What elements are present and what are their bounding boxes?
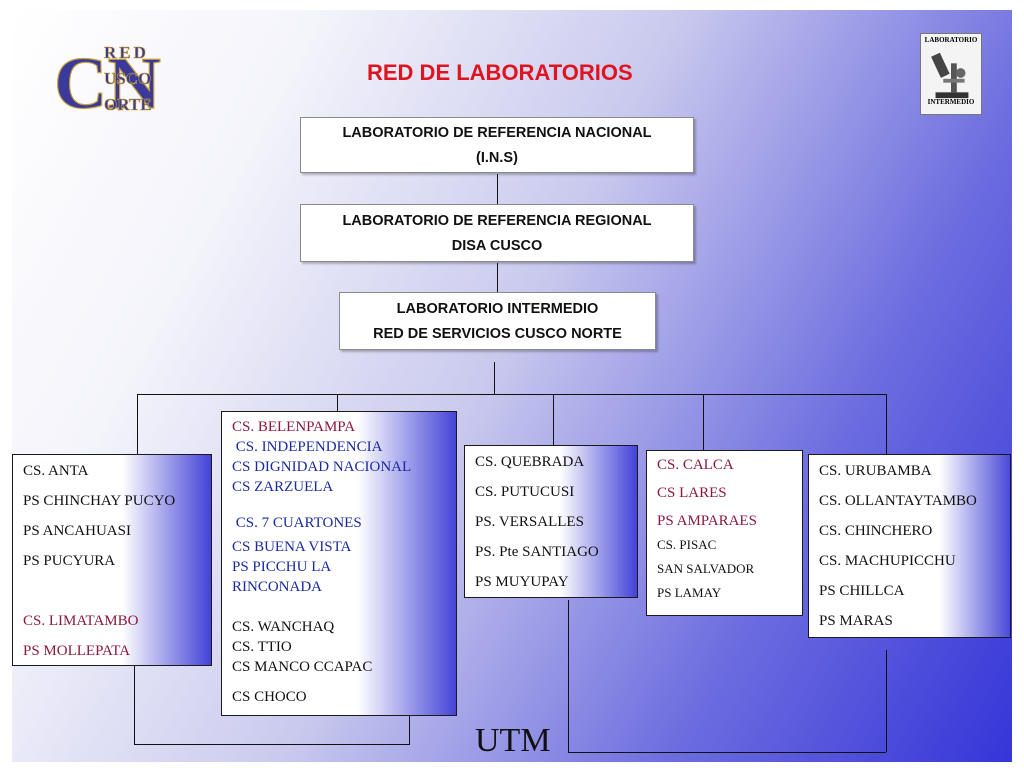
list-item: CS. URUBAMBA [819, 463, 932, 479]
connector-line [553, 394, 554, 445]
list-item: PS CHINCHAY PUCYO [23, 493, 176, 509]
connector-line [886, 650, 887, 752]
logo-word-red: RED [104, 43, 149, 62]
connector-line [568, 752, 886, 753]
list-item: CS. 7 CUARTONES [232, 515, 362, 531]
microscope-icon [931, 52, 969, 99]
list-item: CS DIGNIDAD NACIONAL [232, 459, 412, 475]
list-item: CS. CALCA [657, 457, 734, 473]
regional-lab-box: LABORATORIO DE REFERENCIA REGIONAL DISA … [300, 204, 694, 262]
red-cusco-norte-logo: CN RED USCO ORTE [53, 42, 161, 120]
connector-line [137, 394, 887, 395]
column-calca: CS. CALCA CS LARES PS AMPARAES CS. PISAC… [646, 450, 803, 616]
list-item: RINCONADA [232, 579, 322, 595]
list-item: CS ZARZUELA [232, 479, 334, 495]
regional-lab-line2: DISA CUSCO [451, 238, 543, 254]
list-item: PS CHILLCA [819, 583, 905, 599]
list-item: CS CHOCO [232, 689, 307, 705]
list-item: PS. Pte SANTIAGO [475, 544, 599, 560]
list-item: CS BUENA VISTA [232, 539, 352, 555]
badge-top-label: LABORATORIO [924, 36, 978, 44]
list-item: PS LAMAY [657, 585, 722, 600]
connector-line [886, 394, 887, 454]
list-item: CS. QUEBRADA [475, 454, 585, 470]
logo-word-usco: USCO [104, 69, 151, 88]
laboratorio-intermedio-badge: LABORATORIO INTERMEDIO [920, 33, 982, 115]
list-item: PS MUYUPAY [475, 574, 569, 590]
list-item: CS. LIMATAMBO [23, 613, 139, 629]
column-quebrada: CS. QUEBRADA CS. PUTUCUSI PS. VERSALLES … [464, 445, 638, 598]
connector-line [409, 712, 410, 745]
connector-line [337, 394, 338, 411]
list-item: CS. ANTA [23, 463, 89, 479]
connector-line [137, 394, 138, 454]
column-urubamba: CS. URUBAMBA CS. OLLANTAYTAMBO CS. CHINC… [808, 454, 1011, 638]
logo-letters: CN [54, 43, 161, 120]
page-title: RED DE LABORATORIOS [367, 60, 633, 85]
column-anta: CS. ANTA PS CHINCHAY PUCYO PS ANCAHUASI … [12, 454, 212, 666]
national-lab-line1: LABORATORIO DE REFERENCIA NACIONAL [342, 125, 652, 141]
list-item: CS. MACHUPICCHU [819, 553, 956, 569]
list-item: CS. BELENPAMPA [232, 419, 356, 435]
badge-bottom-label: INTERMEDIO [927, 98, 975, 106]
list-item: CS. TTIO [232, 639, 292, 655]
connector-line [703, 394, 704, 450]
regional-lab-line1: LABORATORIO DE REFERENCIA REGIONAL [342, 213, 652, 229]
list-item: PS PICCHU LA [232, 559, 332, 575]
list-item: PS. VERSALLES [475, 514, 584, 530]
list-item: CS. WANCHAQ [232, 619, 335, 635]
connector-line [494, 362, 495, 394]
list-item: CS. OLLANTAYTAMBO [819, 493, 977, 509]
list-item: CS LARES [657, 485, 727, 501]
connector-line [134, 744, 410, 745]
list-item: PS AMPARAES [657, 513, 757, 529]
list-item: SAN SALVADOR [657, 561, 755, 576]
intermediate-lab-line1: LABORATORIO INTERMEDIO [396, 301, 599, 317]
logo-word-orte: ORTE [104, 95, 152, 114]
connector-line [568, 600, 569, 752]
national-lab-line2: (I.N.S) [476, 150, 518, 166]
connector-line [497, 263, 498, 292]
connector-line [497, 174, 498, 204]
list-item: PS PUCYURA [23, 553, 116, 569]
column-belenpampa: CS. BELENPAMPA CS. INDEPENDENCIA CS DIGN… [221, 411, 457, 716]
list-item: CS. INDEPENDENCIA [232, 439, 383, 455]
list-item: CS. CHINCHERO [819, 523, 933, 539]
list-item: PS MOLLEPATA [23, 643, 131, 659]
utm-label: UTM [475, 722, 551, 759]
list-item: PS ANCAHUASI [23, 523, 131, 539]
intermediate-lab-box: LABORATORIO INTERMEDIO RED DE SERVICIOS … [339, 292, 656, 350]
connector-line [134, 664, 135, 744]
list-item: CS. PUTUCUSI [475, 484, 575, 500]
list-item: PS MARAS [819, 613, 893, 629]
list-item: CS. PISAC [657, 537, 717, 552]
national-lab-box: LABORATORIO DE REFERENCIA NACIONAL (I.N.… [300, 117, 694, 173]
intermediate-lab-line2: RED DE SERVICIOS CUSCO NORTE [373, 326, 622, 342]
list-item: CS MANCO CCAPAC [232, 659, 373, 675]
